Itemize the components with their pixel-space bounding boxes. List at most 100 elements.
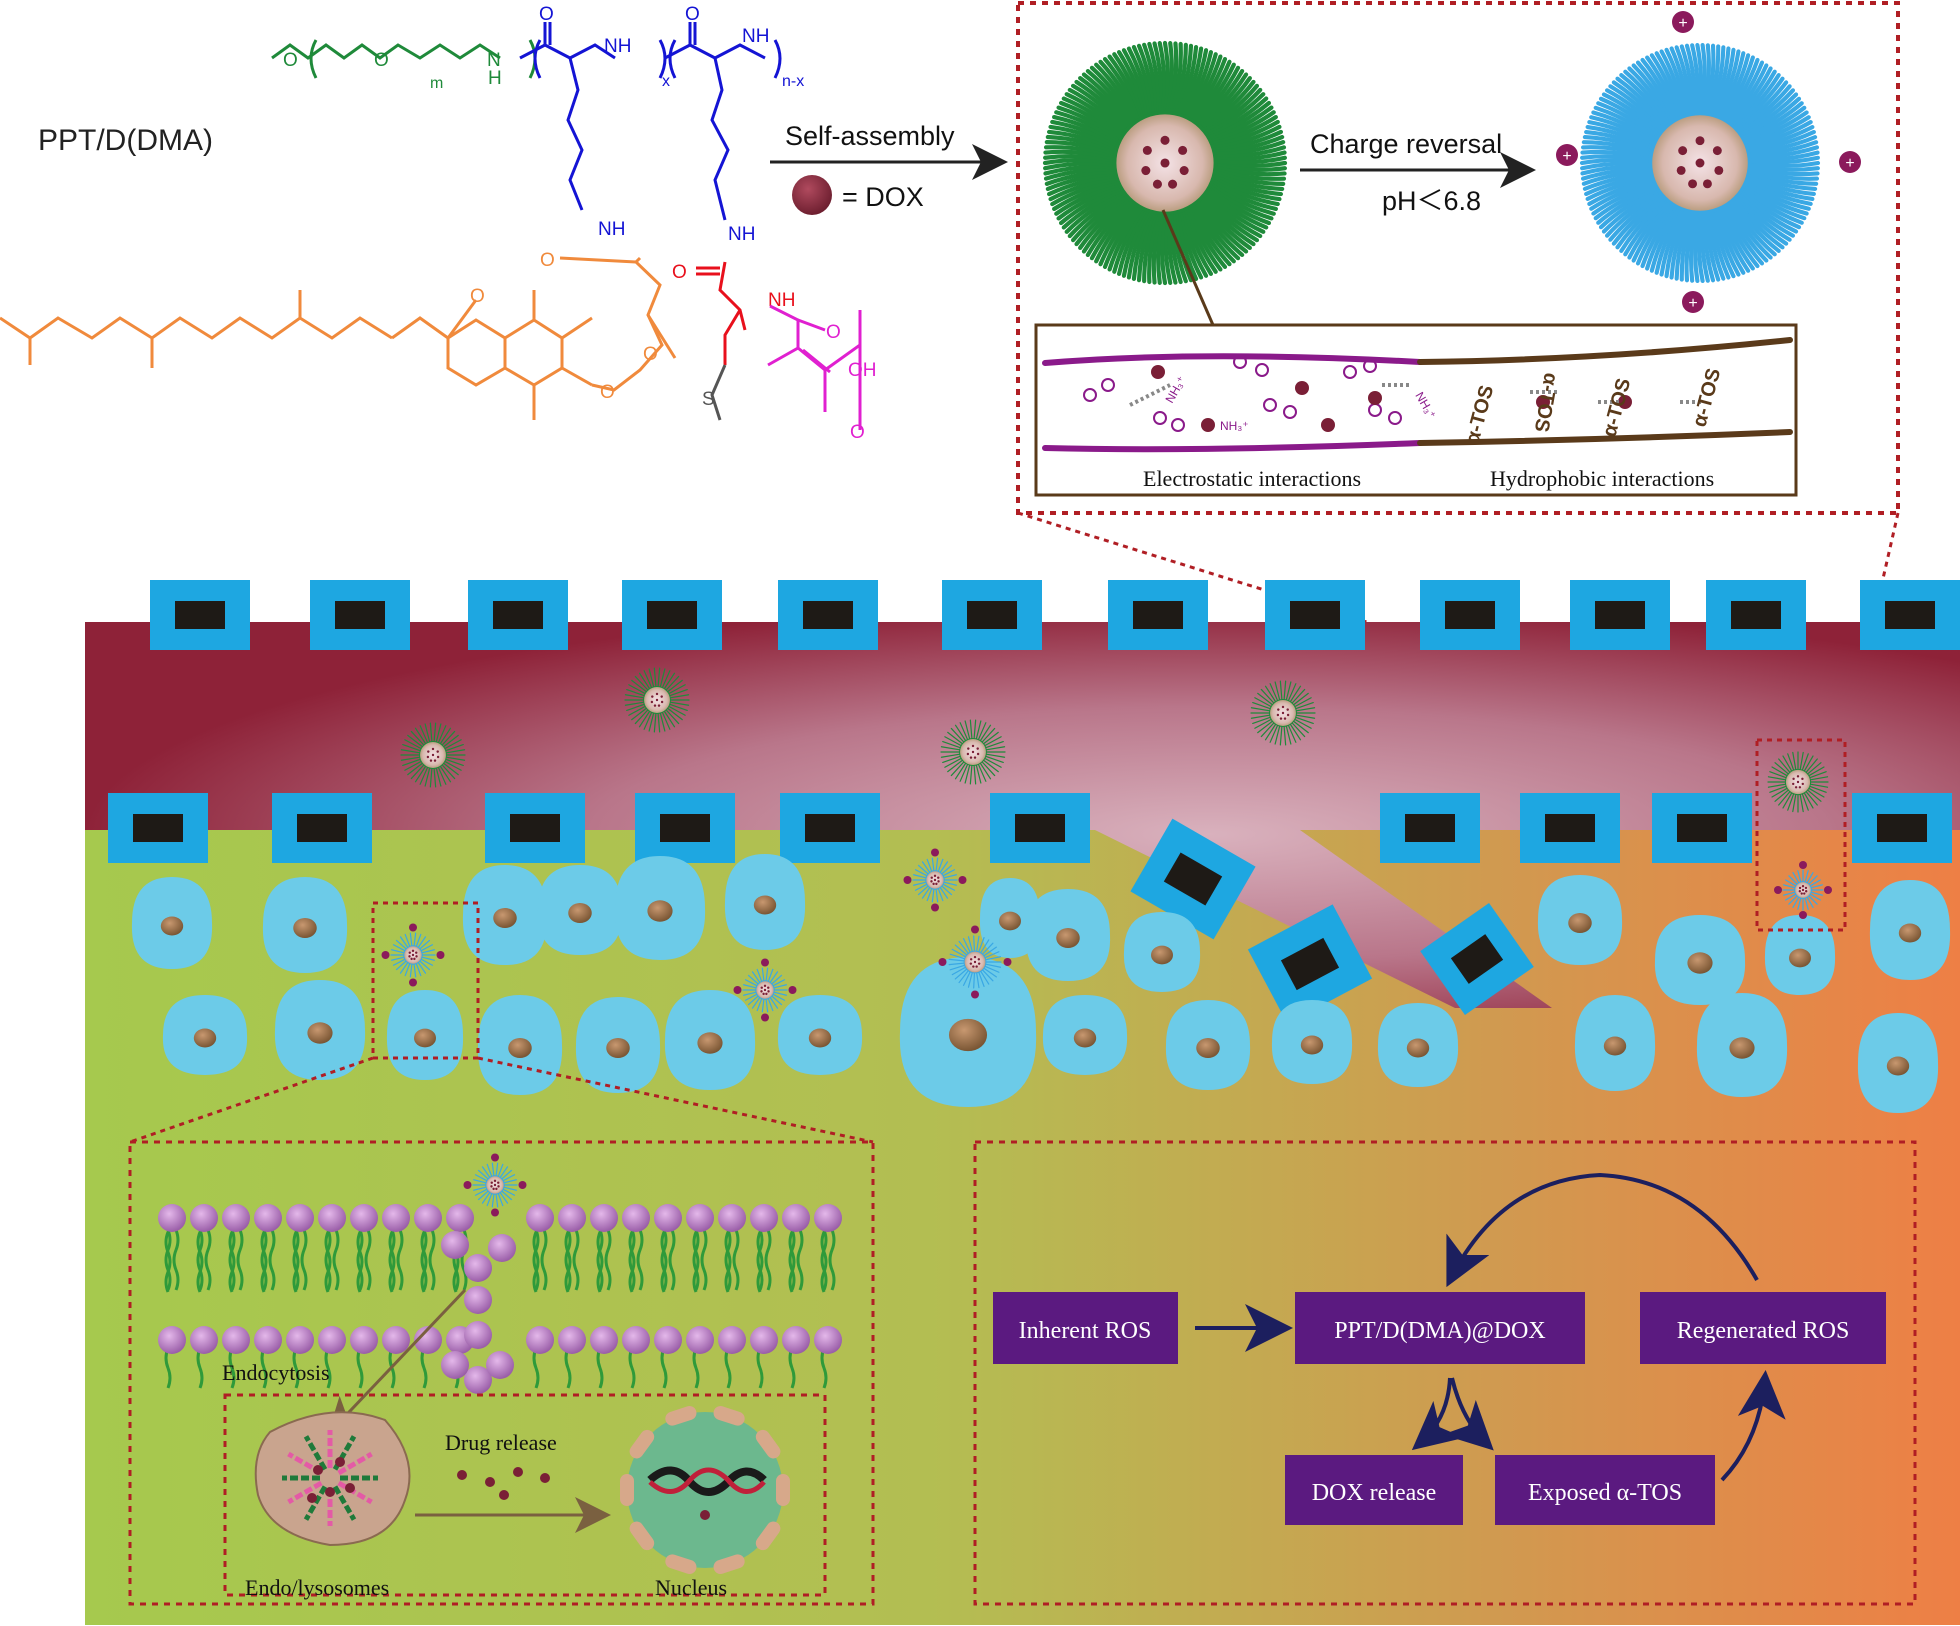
- tumor-cell: [1042, 995, 1128, 1075]
- drug-release-box: [223, 1393, 827, 1597]
- tumor-cell: [1654, 915, 1746, 1005]
- cell-nucleus: [1151, 945, 1173, 965]
- interaction-chains: [1042, 337, 1793, 453]
- cell-nucleus: [948, 1018, 988, 1052]
- drug-release-label: Drug release: [445, 1430, 557, 1455]
- cell-zoom-box: [371, 901, 480, 1060]
- green-micelle-large: [1042, 40, 1288, 286]
- cell-nucleus: [1056, 928, 1080, 948]
- svg-text:+: +: [1562, 148, 1571, 165]
- dma-oxygen-2: O: [850, 422, 865, 443]
- endothelial-cell-top-9: [1420, 580, 1520, 650]
- endocytosis-arrow: [327, 1288, 467, 1435]
- circulating-micelle-4: [1250, 680, 1316, 746]
- charged-micelle-6: [463, 1153, 527, 1217]
- endolysosome: [254, 1411, 411, 1547]
- endothelial-cell-top-6: [942, 580, 1042, 650]
- tumor-cell: [664, 990, 756, 1090]
- hydrophobic-label: Hydrophobic interactions: [1490, 466, 1714, 491]
- regenerated-ros-label: Regenerated ROS: [1677, 1318, 1850, 1344]
- tumor-cell: [1377, 1003, 1459, 1087]
- charge-reversal-label: Charge reversal: [1310, 129, 1502, 159]
- peg-repeat-m: m: [430, 75, 443, 92]
- tumor-cell: [1857, 1013, 1939, 1113]
- tumor-cell: [614, 856, 706, 960]
- thioether-segment: [710, 364, 727, 421]
- dox-legend-label: = DOX: [842, 182, 924, 212]
- cell-nucleus: [307, 1022, 333, 1044]
- peg-nitrogen: N: [487, 50, 501, 71]
- endothelial-cell-bottom-1: [108, 793, 208, 863]
- lysine-backbone: [519, 22, 782, 221]
- ppt-dox-label: PPT/D(DMA)@DOX: [1334, 1318, 1545, 1344]
- nucleus-label: Nucleus: [655, 1575, 727, 1600]
- lys-nh-4: NH: [728, 224, 755, 245]
- endothelial-cell-bottom-3: [485, 793, 585, 863]
- endothelium-top: [150, 580, 1960, 650]
- cell-nucleus: [1073, 1028, 1097, 1048]
- charged-micelle-4: [938, 925, 1012, 999]
- endolysosome-label: Endo/lysosomes: [245, 1575, 389, 1600]
- cell-nucleus: [1886, 1056, 1910, 1076]
- endothelial-cell-bottom-4: [635, 793, 735, 863]
- endothelial-cell-top-10: [1570, 580, 1670, 650]
- tos-segment: [0, 256, 677, 420]
- dox-molecules-in-box: [1151, 365, 1632, 432]
- cell-nucleus: [193, 1028, 217, 1048]
- cell-nucleus: [1789, 948, 1811, 968]
- lys-repeat-n-x: n-x: [782, 73, 804, 90]
- endothelium-bottom: [108, 793, 1952, 1024]
- cell-nucleus: [647, 900, 673, 922]
- tumor-cell: [131, 877, 213, 969]
- tumor-cell: [386, 990, 464, 1080]
- lower-chain-brown: [1417, 429, 1793, 446]
- tumor-cell: [274, 980, 366, 1080]
- arrow-ppt-to-dox: [1411, 1377, 1465, 1451]
- endothelial-cell-sprout-2: [1247, 904, 1373, 1024]
- endothelial-cell-top-11: [1706, 580, 1806, 650]
- cell-nucleus: [1729, 1037, 1755, 1059]
- exposed-tos-box: [1495, 1455, 1715, 1525]
- cell-nucleus: [160, 916, 184, 936]
- cell-nucleus: [1568, 913, 1592, 933]
- ros-cycle-box: [973, 1140, 1917, 1606]
- cell-zoom-guide-right: [477, 1056, 874, 1144]
- tumor-cell: [1574, 995, 1656, 1091]
- endothelial-cell-top-12: [1860, 580, 1960, 650]
- tumor-cell: [1123, 912, 1201, 992]
- endothelial-cell-top-1: [150, 580, 250, 650]
- cell-zoom-guide-left: [129, 1056, 374, 1144]
- charged-micelle-3: [381, 923, 445, 987]
- cys-segment: [696, 261, 747, 365]
- charge-plus-right: +: [1839, 151, 1861, 173]
- ros-arrows: [1195, 1172, 1786, 1482]
- cell-nucleus: [1898, 923, 1922, 943]
- tumor-cell: [262, 877, 348, 973]
- tumor-cell: [462, 865, 548, 965]
- tumor-cell: [1764, 915, 1836, 995]
- circulating-micelle-3: [940, 719, 1006, 785]
- endothelial-cell-top-3: [468, 580, 568, 650]
- nh3-label-2: NH₃⁺: [1220, 419, 1249, 433]
- upper-chain-purple: [1042, 353, 1423, 366]
- electrostatic-label: Electrostatic interactions: [1143, 466, 1361, 491]
- svg-text:+: +: [1845, 155, 1854, 172]
- peg-oxygen-1: O: [283, 50, 298, 71]
- cell-nucleus: [1196, 1038, 1220, 1058]
- endolysosome-contents: [282, 1430, 378, 1526]
- chemical-structure: O O N H m O O NH NH NH NH: [0, 4, 877, 443]
- tos-carbonyl-oxygen-2: O: [643, 344, 658, 365]
- endothelial-cell-sprout-3: [1420, 902, 1534, 1016]
- ppt-dox-box: [1295, 1292, 1585, 1364]
- endothelial-cell-top-8: [1265, 580, 1365, 650]
- nucleus-dox: [700, 1510, 710, 1520]
- circulating-micelle-2: [624, 667, 690, 733]
- endothelial-cell-bottom-10: [1852, 793, 1952, 863]
- tumor-cell: [979, 878, 1041, 958]
- endothelial-cell-top-4: [622, 580, 722, 650]
- peg-oxygen-2: O: [374, 50, 389, 71]
- charge-plus-left: +: [1556, 144, 1578, 166]
- tumor-cell: [537, 865, 623, 955]
- released-dox: [457, 1467, 550, 1500]
